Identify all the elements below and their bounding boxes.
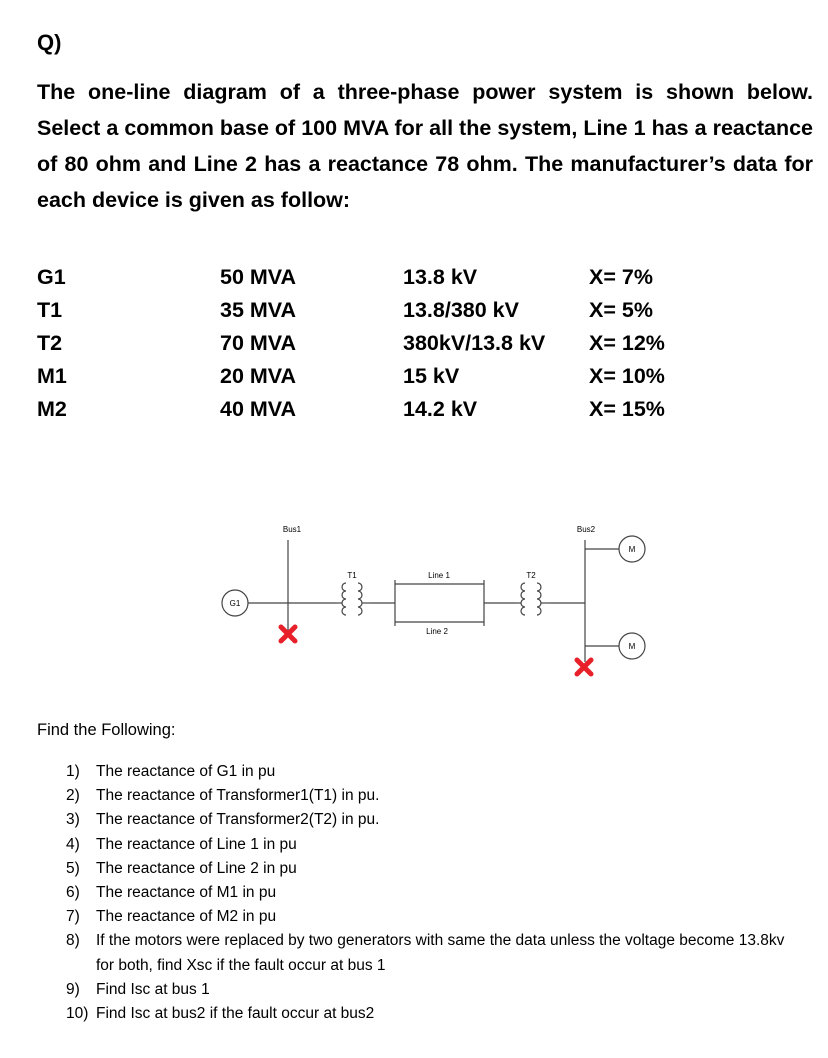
device-row-g1: G1 50 MVA 13.8 kV X= 7% xyxy=(37,265,777,297)
device-name: M2 xyxy=(37,397,67,421)
device-reactance: X= 10% xyxy=(589,364,665,388)
item-text: Find Isc at bus 1 xyxy=(96,980,210,998)
item-text: The reactance of Line 1 in pu xyxy=(96,835,297,853)
list-item: 2) The reactance of Transformer1(T1) in p… xyxy=(66,784,806,808)
item-text: Find Isc at bus2 if the fault occur at b… xyxy=(96,1005,375,1023)
device-kv: 13.8/380 kV xyxy=(403,298,519,322)
find-title: Find the Following: xyxy=(37,721,176,739)
list-item: 5) The reactance of Line 2 in pu xyxy=(66,857,806,881)
problem-statement: The one-line diagram of a three-phase po… xyxy=(37,80,813,212)
device-mva: 35 MVA xyxy=(220,298,297,322)
list-item: 10) Find Isc at bus2 if the fault occur a… xyxy=(66,1002,806,1026)
item-text: The reactance of G1 in pu xyxy=(96,763,276,780)
list-item: 9) Find Isc at bus 1 xyxy=(66,978,806,1002)
item-number: 3) xyxy=(66,811,80,829)
device-reactance: X= 12% xyxy=(589,331,665,355)
device-kv: 15 kV xyxy=(403,364,460,388)
fault-bus2-icon xyxy=(574,657,594,677)
item-number: 2) xyxy=(66,787,80,805)
bus2-label: Bus2 xyxy=(577,525,596,534)
item-text: The reactance of Transformer1(T1) in pu. xyxy=(96,787,380,805)
item-text: The reactance of M1 in pu xyxy=(96,884,277,902)
device-reactance: X= 7% xyxy=(589,265,653,289)
item-number: 5) xyxy=(66,859,80,877)
question-label: Q) xyxy=(37,30,62,55)
item-text: The reactance of M2 in pu xyxy=(96,908,277,926)
device-kv: 14.2 kV xyxy=(403,397,478,421)
motor-m2-symbol xyxy=(618,632,646,660)
device-name: M1 xyxy=(37,364,67,388)
list-item: 8) If the motors were replaced by two gen… xyxy=(66,929,806,977)
device-reactance: X= 15% xyxy=(589,397,665,421)
item-number: 9) xyxy=(66,980,80,998)
device-name: T1 xyxy=(37,298,63,322)
device-row-m1: M1 20 MVA 15 kV X= 10% xyxy=(37,364,777,396)
item-number: 1) xyxy=(66,763,80,780)
device-name: G1 xyxy=(37,265,66,289)
item-number: 6) xyxy=(66,884,80,902)
device-kv: 13.8 kV xyxy=(403,265,478,289)
device-reactance: X= 5% xyxy=(589,298,653,322)
transformer-t2-symbol xyxy=(516,582,550,616)
device-mva: 40 MVA xyxy=(220,397,297,421)
list-item: 1) The reactance of G1 in pu xyxy=(66,760,806,784)
device-row-t1: T1 35 MVA 13.8/380 kV X= 5% xyxy=(37,298,777,330)
fault-bus1-icon xyxy=(278,624,298,644)
device-mva: 50 MVA xyxy=(220,265,297,289)
one-line-diagram: G1 Bus1 T1 Line 1 Line 2 T2 Bus2 M M xyxy=(221,525,646,677)
list-item: 7) The reactance of M2 in pu xyxy=(66,905,806,929)
bus1-label: Bus1 xyxy=(283,525,302,534)
item-number: 4) xyxy=(66,835,80,853)
device-row-t2: T2 70 MVA 380kV/13.8 kV X= 12% xyxy=(37,331,777,363)
item-text: If the motors were replaced by two gener… xyxy=(96,932,785,974)
line2-label: Line 2 xyxy=(426,627,448,636)
list-item: 6) The reactance of M1 in pu xyxy=(66,881,806,905)
list-item: 4) The reactance of Line 1 in pu xyxy=(66,833,806,857)
task-list: 1) The reactance of G1 in pu 2) The reacta… xyxy=(66,760,806,1026)
device-name: T2 xyxy=(37,331,63,355)
motor-m2-label: M xyxy=(629,642,636,651)
generator-g1-label: G1 xyxy=(230,599,241,608)
list-item: 3) The reactance of Transformer2(T2) in p… xyxy=(66,808,806,832)
line1-label: Line 1 xyxy=(428,571,450,580)
transformer-t1-label: T1 xyxy=(347,571,357,580)
motor-m1-label: M xyxy=(629,545,636,554)
transformer-t1-symbol xyxy=(337,582,370,616)
device-kv: 380kV/13.8 kV xyxy=(403,331,546,355)
item-text: The reactance of Line 2 in pu xyxy=(96,859,297,877)
item-number: 8) xyxy=(66,932,80,950)
item-number: 10) xyxy=(66,1005,89,1023)
device-row-m2: M2 40 MVA 14.2 kV X= 15% xyxy=(37,397,777,429)
device-mva: 20 MVA xyxy=(220,364,297,388)
transformer-t2-label: T2 xyxy=(526,571,536,580)
motor-m1-symbol xyxy=(618,535,646,563)
item-number: 7) xyxy=(66,908,80,926)
device-mva: 70 MVA xyxy=(220,331,297,355)
item-text: The reactance of Transformer2(T2) in pu. xyxy=(96,811,380,829)
